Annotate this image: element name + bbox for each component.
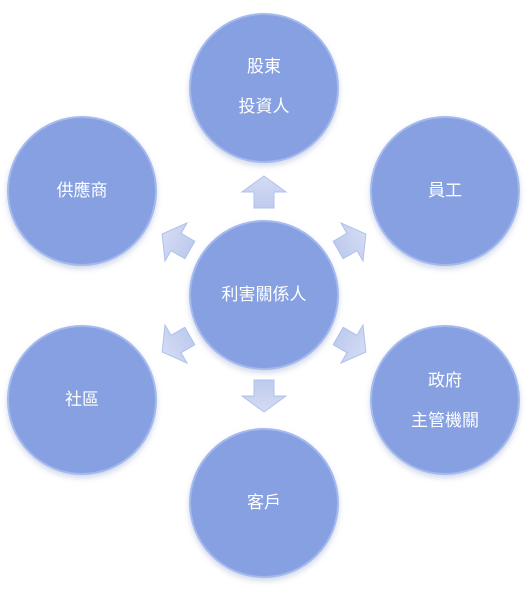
employee-circle bbox=[370, 116, 520, 266]
nodes-group: 利害關係人 股東 投資人 員工 政府 主管機關 客戶 社區 bbox=[7, 13, 520, 578]
customer-label: 客戶 bbox=[247, 493, 281, 513]
supplier-circle bbox=[7, 116, 157, 266]
arrow-to-customer bbox=[240, 379, 288, 413]
arrows-group bbox=[161, 175, 367, 413]
community-node: 社區 bbox=[7, 325, 157, 475]
shareholder-label-line2: 投資人 bbox=[239, 97, 290, 117]
supplier-label: 供應商 bbox=[57, 180, 108, 201]
community-label: 社區 bbox=[65, 390, 99, 410]
employee-label: 員工 bbox=[428, 181, 462, 201]
employee-node: 員工 bbox=[370, 116, 520, 266]
government-circle bbox=[370, 325, 520, 475]
shareholder-label-line1: 股東 bbox=[247, 57, 281, 77]
center-label: 利害關係人 bbox=[222, 285, 307, 305]
customer-node: 客戶 bbox=[189, 428, 339, 578]
arrow-to-shareholder bbox=[240, 175, 288, 209]
shareholder-node: 股東 投資人 bbox=[189, 13, 339, 163]
government-node: 政府 主管機關 bbox=[370, 325, 520, 475]
center-node: 利害關係人 bbox=[189, 220, 339, 370]
arrow-to-employee bbox=[332, 221, 367, 263]
center-circle bbox=[189, 220, 339, 370]
supplier-node: 供應商 bbox=[7, 116, 157, 266]
arrow-to-government bbox=[332, 323, 367, 365]
community-circle bbox=[7, 325, 157, 475]
government-label-line1: 政府 bbox=[428, 371, 462, 391]
government-label-line2: 主管機關 bbox=[411, 411, 479, 431]
arrow-to-supplier bbox=[161, 221, 196, 263]
shareholder-circle bbox=[189, 13, 339, 163]
arrow-to-community bbox=[161, 323, 196, 365]
customer-circle bbox=[189, 428, 339, 578]
